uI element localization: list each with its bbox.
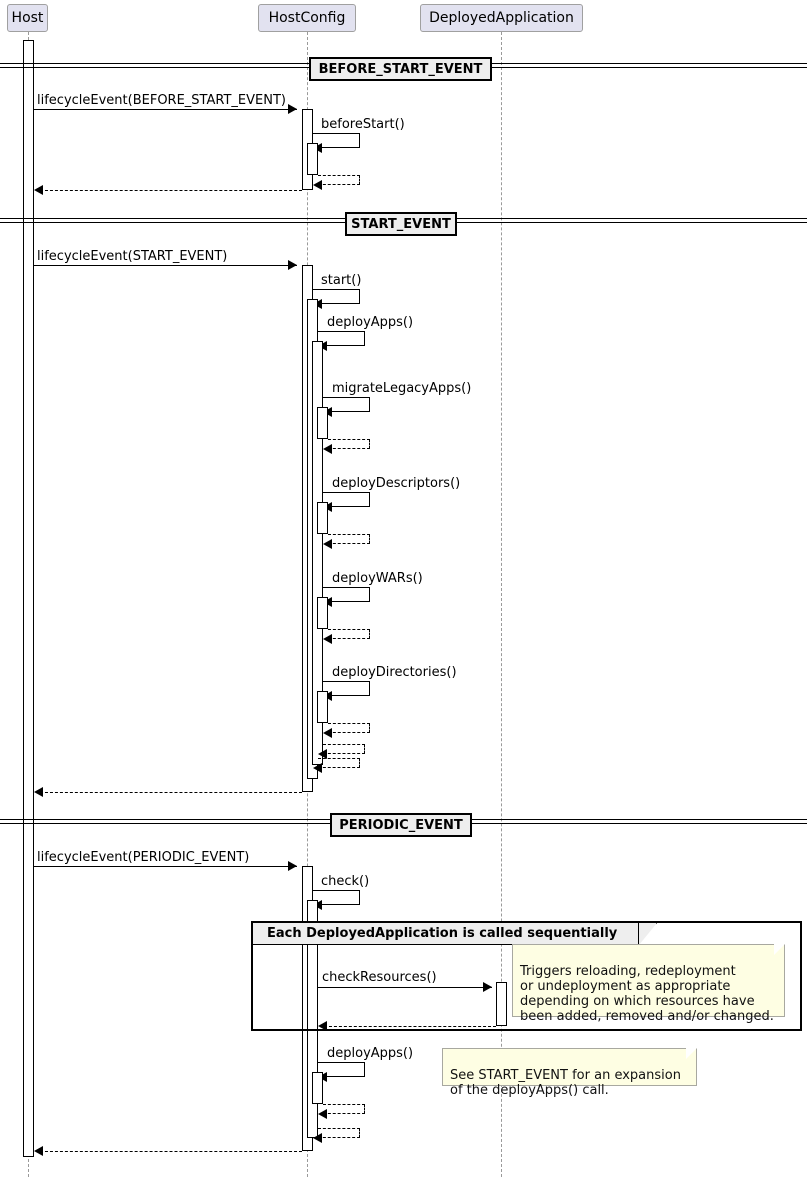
note-deploy-apps-text: See START_EVENT for an expansion of the …: [450, 1068, 681, 1098]
participant-host-label: Host: [11, 10, 44, 26]
message-label-check: check(): [321, 874, 370, 889]
group-frame-header: Each DeployedApplication is called seque…: [253, 923, 639, 945]
return-arrow-periodic-event: [40, 1151, 302, 1152]
arrowhead-left-icon: [34, 787, 43, 797]
note-fold-icon: [774, 944, 785, 955]
message-label-check-resources: checkResources(): [322, 970, 437, 985]
note-deploy-apps: See START_EVENT for an expansion of the …: [442, 1048, 697, 1098]
note-check-resources-text: Triggers reloading, redeployment or unde…: [520, 964, 774, 1024]
message-label-start: start(): [321, 273, 362, 288]
self-call-deploy-apps: [318, 331, 365, 346]
arrowhead-left-icon: [34, 1146, 43, 1156]
arrowhead-right-icon: [483, 982, 492, 992]
self-return-migrate-legacy-apps: [328, 439, 370, 449]
arrowhead-left-icon: [313, 1133, 322, 1143]
arrowhead-left-icon: [318, 1109, 327, 1119]
arrowhead-left-icon: [34, 185, 43, 195]
activation-hostconfig-descriptors: [317, 502, 328, 534]
message-arrow-lifecycle-start: [34, 265, 297, 266]
arrowhead-left-icon: [313, 180, 322, 190]
self-call-deploy-descriptors: [323, 492, 370, 507]
return-arrow-before-start: [40, 190, 302, 191]
arrowhead-right-icon: [288, 260, 297, 270]
activation-hostconfig-before-start-inner: [307, 143, 318, 175]
note-fold-icon: [686, 1048, 697, 1059]
self-return-deploy-apps-2: [323, 1104, 365, 1114]
divider-periodic-event-label: PERIODIC_EVENT: [339, 817, 463, 833]
arrowhead-right-icon: [288, 104, 297, 114]
participant-host[interactable]: Host: [7, 4, 48, 32]
note-check-resources: Triggers reloading, redeployment or unde…: [512, 944, 785, 1024]
activation-hostconfig-deployapps-2: [312, 1072, 323, 1104]
arrowhead-right-icon: [288, 861, 297, 871]
divider-start-event: START_EVENT: [345, 212, 457, 236]
self-call-deploy-directories: [323, 681, 370, 696]
self-return-deploy-wars: [328, 629, 370, 639]
self-return-check: [318, 1128, 360, 1138]
message-arrow-lifecycle-before-start: [34, 109, 297, 110]
group-frame-each-deployedapplication: [251, 921, 802, 1031]
activation-hostconfig-migrate: [317, 407, 328, 439]
self-return-deploy-apps: [323, 744, 365, 754]
self-call-deploy-wars: [323, 587, 370, 602]
message-arrow-check-resources: [318, 987, 492, 988]
activation-hostconfig-wars: [317, 597, 328, 629]
arrowhead-left-icon: [323, 728, 332, 738]
self-call-before-start: [313, 133, 360, 148]
participant-hostconfig-label: HostConfig: [268, 10, 346, 26]
participant-hostconfig[interactable]: HostConfig: [258, 4, 356, 32]
group-frame-header-label: Each DeployedApplication is called seque…: [267, 926, 618, 941]
return-arrow-start-event: [40, 792, 302, 793]
self-return-start: [318, 758, 360, 768]
arrowhead-left-icon: [323, 444, 332, 454]
divider-before-start-event: BEFORE_START_EVENT: [309, 57, 492, 81]
arrowhead-left-icon: [323, 634, 332, 644]
self-call-migrate-legacy-apps: [323, 397, 370, 412]
message-label-deploy-apps-2: deployApps(): [327, 1046, 414, 1061]
participant-deployedapplication[interactable]: DeployedApplication: [420, 4, 583, 32]
self-call-deploy-apps-2: [318, 1062, 365, 1077]
arrowhead-left-icon: [318, 749, 327, 759]
message-label-lifecycle-before-start: lifecycleEvent(BEFORE_START_EVENT): [37, 93, 286, 108]
divider-start-event-label: START_EVENT: [351, 216, 451, 232]
message-label-deploy-apps: deployApps(): [327, 315, 414, 330]
self-return-deploy-descriptors: [328, 534, 370, 544]
message-label-deploy-wars: deployWARs(): [332, 571, 423, 586]
activation-host: [23, 40, 34, 1157]
message-label-lifecycle-periodic: lifecycleEvent(PERIODIC_EVENT): [37, 850, 250, 865]
divider-before-start-event-label: BEFORE_START_EVENT: [318, 61, 483, 77]
activation-hostconfig-check: [307, 900, 318, 1138]
return-arrow-check-resources: [324, 1026, 496, 1027]
activation-deployedapplication: [496, 982, 507, 1026]
arrowhead-left-icon: [318, 1021, 327, 1031]
self-return-before-start: [318, 175, 360, 185]
self-call-check: [313, 890, 360, 905]
message-label-deploy-directories: deployDirectories(): [332, 665, 457, 680]
activation-hostconfig-directories: [317, 691, 328, 723]
self-return-deploy-directories: [328, 723, 370, 733]
message-arrow-lifecycle-periodic: [34, 866, 297, 867]
message-label-before-start: beforeStart(): [321, 117, 405, 132]
divider-periodic-event: PERIODIC_EVENT: [330, 813, 472, 837]
arrowhead-left-icon: [313, 763, 322, 773]
message-label-deploy-descriptors: deployDescriptors(): [332, 476, 461, 491]
message-label-lifecycle-start: lifecycleEvent(START_EVENT): [37, 249, 228, 264]
self-call-start: [313, 289, 360, 304]
participant-deployedapplication-label: DeployedApplication: [429, 10, 574, 26]
message-label-migrate-legacy-apps: migrateLegacyApps(): [332, 381, 472, 396]
lifeline-deployedapplication: [501, 32, 502, 1177]
arrowhead-left-icon: [323, 539, 332, 549]
